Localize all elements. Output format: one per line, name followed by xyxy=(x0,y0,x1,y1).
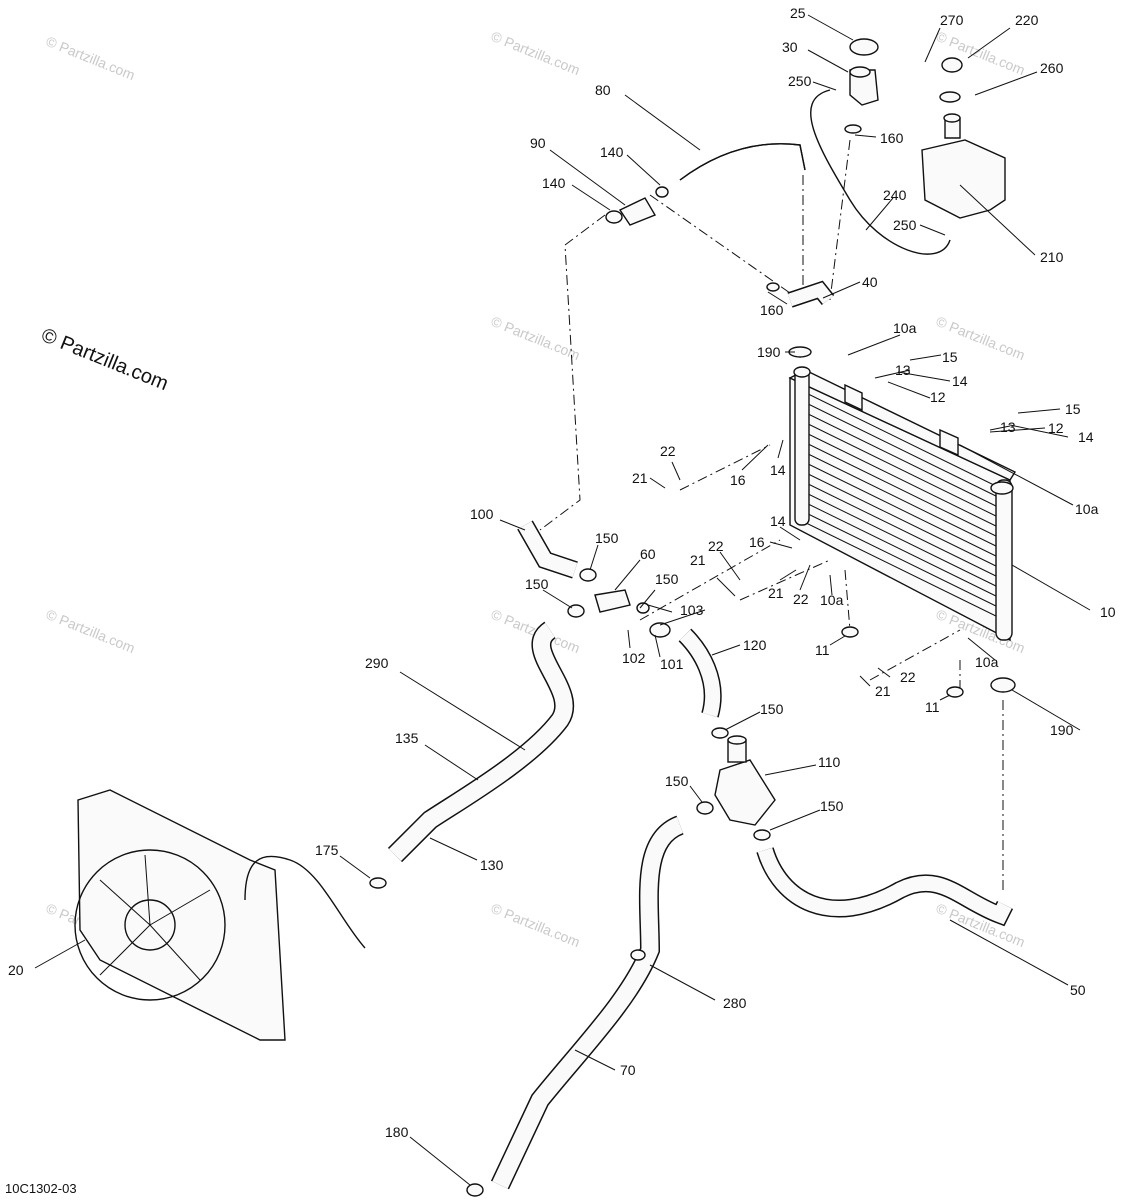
part-label: 25 xyxy=(790,5,806,21)
part-label: 130 xyxy=(480,857,504,873)
part-label: 180 xyxy=(385,1124,409,1140)
part-label: 150 xyxy=(820,798,844,814)
part-label: 150 xyxy=(655,571,679,587)
fan-assembly xyxy=(74,789,366,1041)
part-label: 250 xyxy=(788,73,812,89)
part-label: 12 xyxy=(930,389,946,405)
watermark: © Partzilla.com xyxy=(489,28,582,78)
part-label: 30 xyxy=(782,39,798,55)
part-label: 102 xyxy=(622,650,646,666)
part-label: 21 xyxy=(875,683,891,699)
hoses xyxy=(387,143,1014,1190)
part-labels: 25 30 250 80 90 140 140 160 270 220 260 … xyxy=(8,5,1116,1140)
part-label: 210 xyxy=(1040,249,1064,265)
part-label: 190 xyxy=(757,344,781,360)
part-label: 20 xyxy=(8,962,24,978)
part-label: 40 xyxy=(862,274,878,290)
part-label: 13 xyxy=(895,362,911,378)
part-label: 16 xyxy=(749,534,765,550)
part-label: 11 xyxy=(815,642,830,658)
watermark: © Partzilla.com xyxy=(44,33,137,83)
part-label: 90 xyxy=(530,135,546,151)
part-label: 250 xyxy=(893,217,917,233)
part-label: 21 xyxy=(632,470,648,486)
part-label: 22 xyxy=(708,538,724,554)
part-label: 16 xyxy=(730,472,746,488)
part-label: 14 xyxy=(770,462,786,478)
part-label: 12 xyxy=(1048,420,1064,436)
part-label: 15 xyxy=(942,349,958,365)
radiator xyxy=(788,366,1017,642)
part-label: 22 xyxy=(900,669,916,685)
part-label: 150 xyxy=(760,701,784,717)
copyright-text: © Partzilla.com xyxy=(38,324,171,395)
part-label: 21 xyxy=(768,585,784,601)
part-label: 270 xyxy=(940,12,964,28)
part-label: 22 xyxy=(793,591,809,607)
part-label: 14 xyxy=(1078,429,1094,445)
part-label: 160 xyxy=(760,302,784,318)
part-label: 10a xyxy=(820,592,844,608)
part-label: 60 xyxy=(640,546,656,562)
part-label: 240 xyxy=(883,187,907,203)
part-label: 101 xyxy=(660,656,684,672)
tee-fitting-60 xyxy=(594,589,631,613)
watermark: © Partzilla.com xyxy=(489,313,582,363)
part-label: 290 xyxy=(365,655,389,671)
part-label: 140 xyxy=(542,175,566,191)
part-label: 21 xyxy=(690,552,706,568)
watermark: © Partzilla.com xyxy=(44,606,137,656)
part-label: 50 xyxy=(1070,982,1086,998)
part-label: 110 xyxy=(818,754,841,770)
expansion-tank xyxy=(921,57,1006,219)
part-label: 280 xyxy=(723,995,747,1011)
part-label: 150 xyxy=(665,773,689,789)
radiator-fins xyxy=(799,389,1001,619)
part-label: 220 xyxy=(1015,12,1039,28)
part-label: 14 xyxy=(952,373,968,389)
overflow-tube xyxy=(810,89,951,255)
part-label: 10a xyxy=(893,320,917,336)
part-label: 15 xyxy=(1065,401,1081,417)
part-label: 120 xyxy=(743,637,767,653)
part-label: 140 xyxy=(600,144,624,160)
clamps xyxy=(369,186,1016,1197)
part-label: 160 xyxy=(880,130,904,146)
diagram-code: 10C1302-03 xyxy=(5,1181,77,1196)
part-label: 150 xyxy=(525,576,549,592)
part-label: 100 xyxy=(470,506,494,522)
part-label: 190 xyxy=(1050,722,1074,738)
part-label: 260 xyxy=(1040,60,1064,76)
part-label: 10a xyxy=(1075,501,1099,517)
part-label: 135 xyxy=(395,730,419,746)
part-label: 22 xyxy=(660,443,676,459)
part-label: 11 xyxy=(925,699,940,715)
part-label: 80 xyxy=(595,82,611,98)
part-label: 103 xyxy=(680,602,704,618)
part-label: 70 xyxy=(620,1062,636,1078)
radiator-cap xyxy=(844,38,879,134)
thermostat-housing xyxy=(714,735,776,826)
leader-lines xyxy=(34,14,1091,1186)
part-label: 10a xyxy=(975,654,999,670)
assembly-lines xyxy=(539,139,1004,890)
part-label: 14 xyxy=(770,513,786,529)
tee-fitting-90 xyxy=(618,197,657,226)
part-label: 13 xyxy=(1000,419,1016,435)
part-label: 150 xyxy=(595,530,619,546)
part-label: 10 xyxy=(1100,604,1116,620)
part-label: 175 xyxy=(315,842,339,858)
watermark: © Partzilla.com xyxy=(489,900,582,950)
